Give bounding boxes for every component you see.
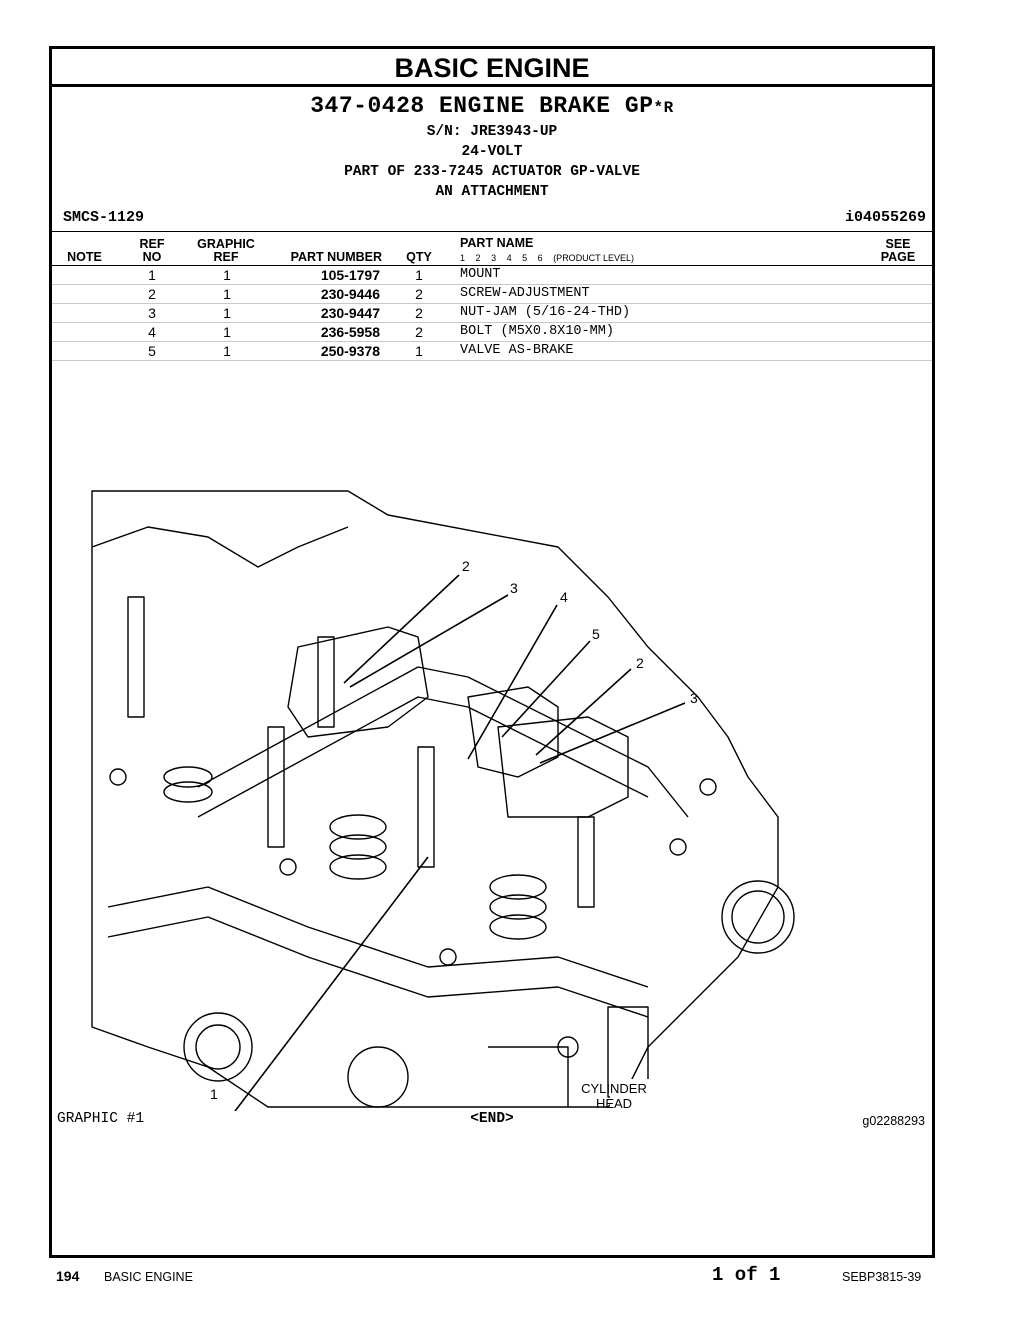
group-title: 347-0428 ENGINE BRAKE GP*R: [52, 93, 932, 119]
part-number: 230-9446: [320, 286, 380, 302]
callout-number: 1: [210, 1086, 218, 1102]
quantity: 2: [415, 305, 423, 321]
table-top-rule: [52, 231, 932, 232]
col-see-top: SEE: [885, 237, 911, 251]
callout-numbers: 2 3 4 5 2 3 1: [210, 558, 698, 1102]
part-name: SCREW-ADJUSTMENT: [460, 286, 590, 301]
illustration-id: i04055269: [844, 209, 926, 226]
ref-no: 1: [148, 267, 156, 283]
page-footer: 194 BASIC ENGINE 1 of 1 SEBP3815-39: [0, 1262, 1020, 1292]
table-row: 3 1 230-9447 2 NUT-JAM (5/16-24-THD): [52, 304, 932, 323]
col-graphic-top: GRAPHIC: [197, 237, 255, 251]
ref-no: 2: [148, 286, 156, 302]
col-qty: QTY: [406, 250, 432, 264]
quantity: 2: [415, 286, 423, 302]
part-name: NUT-JAM (5/16-24-THD): [460, 305, 631, 320]
drawing-outline: [91, 490, 795, 1108]
table-header-rule: [52, 265, 932, 266]
ref-no: 5: [148, 343, 156, 359]
callout-number: 2: [636, 655, 644, 671]
graphic-ref: 1: [223, 267, 231, 283]
quantity: 2: [415, 324, 423, 340]
group-suffix: *R: [653, 99, 674, 117]
part-number: 236-5958: [320, 324, 380, 340]
product-level: 1: [460, 253, 466, 263]
graphic-ref: 1: [223, 324, 231, 340]
product-level-label: (PRODUCT LEVEL): [553, 253, 635, 263]
group-name: ENGINE BRAKE GP: [438, 93, 654, 119]
callout-number: 2: [462, 558, 470, 574]
table-row: 1 1 105-1797 1 MOUNT: [52, 266, 932, 285]
product-level: 5: [522, 253, 528, 263]
callout-number: 3: [510, 580, 518, 596]
cylinder-label-line: CYLINDER: [581, 1081, 647, 1096]
section-title: BASIC ENGINE: [52, 49, 932, 87]
product-level: 6: [537, 253, 543, 263]
part-number: 250-9378: [320, 343, 380, 359]
graphic-ref: 1: [223, 343, 231, 359]
col-part-name: PART NAME: [460, 236, 534, 250]
smcs-code: SMCS-1129: [63, 209, 145, 226]
quantity: 1: [415, 343, 423, 359]
ref-no: 4: [148, 324, 156, 340]
part-number: 105-1797: [320, 267, 380, 283]
part-name: MOUNT: [460, 267, 501, 282]
cylinder-head-label: CYLINDER HEAD: [581, 1081, 647, 1111]
table-row: 2 1 230-9446 2 SCREW-ADJUSTMENT: [52, 285, 932, 304]
graphic-ref: 1: [223, 305, 231, 321]
graphic-ref: 1: [223, 286, 231, 302]
label-backdrop: [610, 1079, 700, 1111]
page-number: 194: [56, 1268, 80, 1284]
cylinder-label-line: HEAD: [596, 1096, 632, 1111]
product-level: 2: [475, 253, 481, 263]
page-of: 1 of 1: [712, 1264, 781, 1286]
part-name: VALVE AS-BRAKE: [460, 343, 574, 358]
graphic-id: g02288293: [862, 1114, 925, 1128]
ref-no: 3: [148, 305, 156, 321]
page-frame: BASIC ENGINE 347-0428 ENGINE BRAKE GP*R …: [49, 46, 935, 1258]
col-part-number: PART NUMBER: [290, 250, 382, 264]
document-number: SEBP3815-39: [842, 1270, 922, 1284]
attachment: AN ATTACHMENT: [435, 184, 549, 200]
group-number: 347-0428: [310, 93, 425, 119]
product-level: 3: [491, 253, 497, 263]
table-row: 5 1 250-9378 1 VALVE AS-BRAKE: [52, 342, 932, 361]
callout-number: 3: [690, 690, 698, 706]
col-ref-bottom: NO: [142, 250, 162, 264]
part-of: PART OF 233-7245 ACTUATOR GP-VALVE: [344, 164, 640, 180]
product-level: 4: [506, 253, 512, 263]
voltage: 24-VOLT: [461, 144, 523, 160]
graphic-label: GRAPHIC #1: [57, 1111, 145, 1127]
product-levels: 1 2 3 4 5 6 (PRODUCT LEVEL): [460, 253, 642, 263]
serial-number: S/N: JRE3943-UP: [426, 124, 558, 140]
col-graphic-bottom: REF: [213, 250, 239, 264]
col-ref-top: REF: [139, 237, 165, 251]
col-note: NOTE: [67, 250, 102, 264]
table-row: 4 1 236-5958 2 BOLT (M5X0.8X10-MM): [52, 323, 932, 342]
engine-brake-drawing: 2 3 4 5 2 3 1 CYLINDER HEAD: [91, 490, 795, 1111]
part-number: 230-9447: [320, 305, 380, 321]
end-marker: <END>: [470, 1111, 514, 1127]
quantity: 1: [415, 267, 423, 283]
footer-section: BASIC ENGINE: [104, 1270, 193, 1284]
col-see-bottom: PAGE: [880, 250, 916, 264]
callout-number: 5: [592, 626, 600, 642]
callout-leaders: [234, 574, 686, 1111]
part-name: BOLT (M5X0.8X10-MM): [460, 324, 614, 339]
callout-number: 4: [560, 589, 568, 605]
